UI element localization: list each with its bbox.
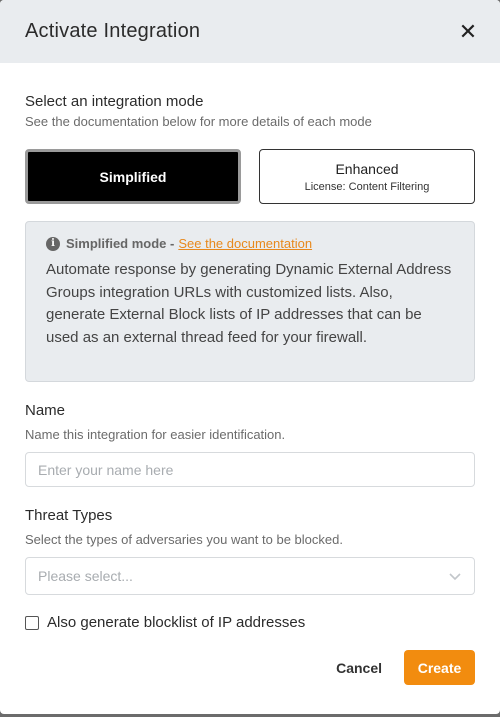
mode-simplified-label: Simplified <box>99 168 167 185</box>
close-icon[interactable]: ✕ <box>458 18 478 44</box>
blocklist-label: Also generate blocklist of IP addresses <box>47 614 306 631</box>
modal-header: Activate Integration ✕ <box>0 0 500 63</box>
mode-enhanced-label: Enhanced <box>335 160 399 177</box>
mode-enhanced-button[interactable]: Enhanced License: Content Filtering <box>259 149 475 204</box>
mode-section-sub: See the documentation below for more det… <box>25 114 372 129</box>
mode-info-box: i Simplified mode - See the documentatio… <box>25 221 475 382</box>
modal-footer: Cancel Create <box>25 650 475 685</box>
name-field-title: Name <box>25 402 66 419</box>
threat-types-select[interactable]: Please select... <box>25 557 475 595</box>
mode-section-label: Select an integration mode <box>25 93 204 110</box>
chevron-down-icon <box>449 573 461 581</box>
mode-enhanced-license: License: Content Filtering <box>304 180 430 193</box>
threat-types-placeholder: Please select... <box>38 568 133 584</box>
info-description: Automate response by generating Dynamic … <box>46 261 452 346</box>
info-heading-text: Simplified mode - <box>66 236 175 251</box>
mode-simplified-button[interactable]: Simplified <box>25 149 241 204</box>
threat-types-title: Threat Types <box>25 507 113 524</box>
mode-selector: Simplified Enhanced License: Content Fil… <box>25 149 475 204</box>
name-field-help: Name this integration for easier identif… <box>25 427 286 442</box>
blocklist-option[interactable]: Also generate blocklist of IP addresses <box>25 614 475 631</box>
documentation-link[interactable]: See the documentation <box>178 236 313 251</box>
cancel-button[interactable]: Cancel <box>336 659 382 676</box>
create-button[interactable]: Create <box>404 650 475 685</box>
blocklist-checkbox[interactable] <box>25 615 39 630</box>
name-input[interactable] <box>25 452 475 487</box>
info-heading: i Simplified mode - See the documentatio… <box>46 236 454 251</box>
modal-body: Select an integration mode See the docum… <box>0 63 500 685</box>
modal-title: Activate Integration <box>25 20 201 42</box>
threat-types-help: Select the types of adversaries you want… <box>25 532 343 547</box>
info-icon: i <box>46 236 60 251</box>
